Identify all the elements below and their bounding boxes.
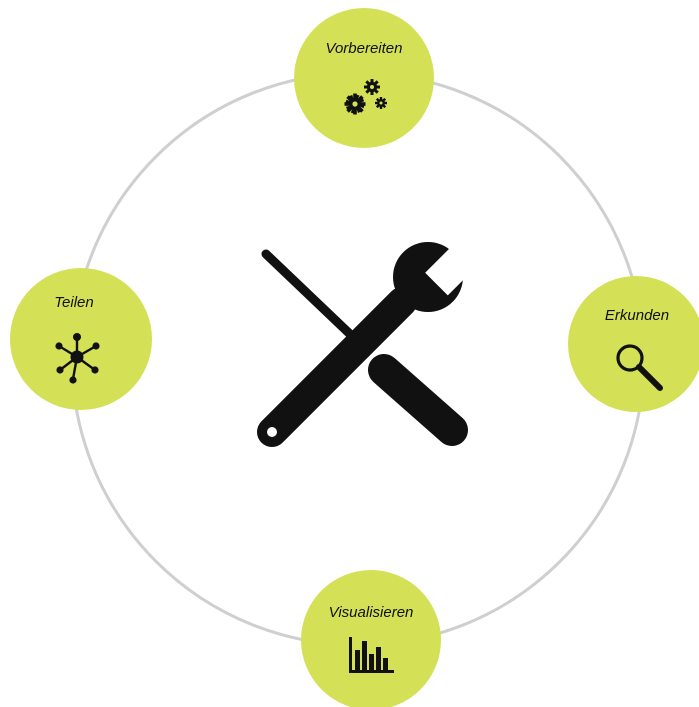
node-prepare: Vorbereiten bbox=[294, 8, 434, 148]
wrench-screwdriver-icon bbox=[257, 235, 485, 447]
node-explore: Erkunden bbox=[568, 276, 699, 412]
node-visualize-label: Visualisieren bbox=[329, 604, 414, 621]
node-explore-label: Erkunden bbox=[605, 307, 669, 324]
node-visualize-circle bbox=[301, 570, 441, 707]
gears-icon bbox=[344, 79, 387, 115]
magnifier-icon bbox=[616, 344, 663, 391]
node-prepare-circle bbox=[294, 8, 434, 148]
network-icon bbox=[55, 333, 100, 384]
node-explore-circle bbox=[568, 276, 699, 412]
node-visualize: Visualisieren bbox=[301, 570, 441, 707]
bar-chart-icon bbox=[349, 637, 394, 673]
node-share-label: Teilen bbox=[54, 294, 93, 311]
node-share-circle bbox=[10, 268, 152, 410]
node-share: Teilen bbox=[10, 268, 152, 410]
node-prepare-label: Vorbereiten bbox=[326, 40, 403, 57]
